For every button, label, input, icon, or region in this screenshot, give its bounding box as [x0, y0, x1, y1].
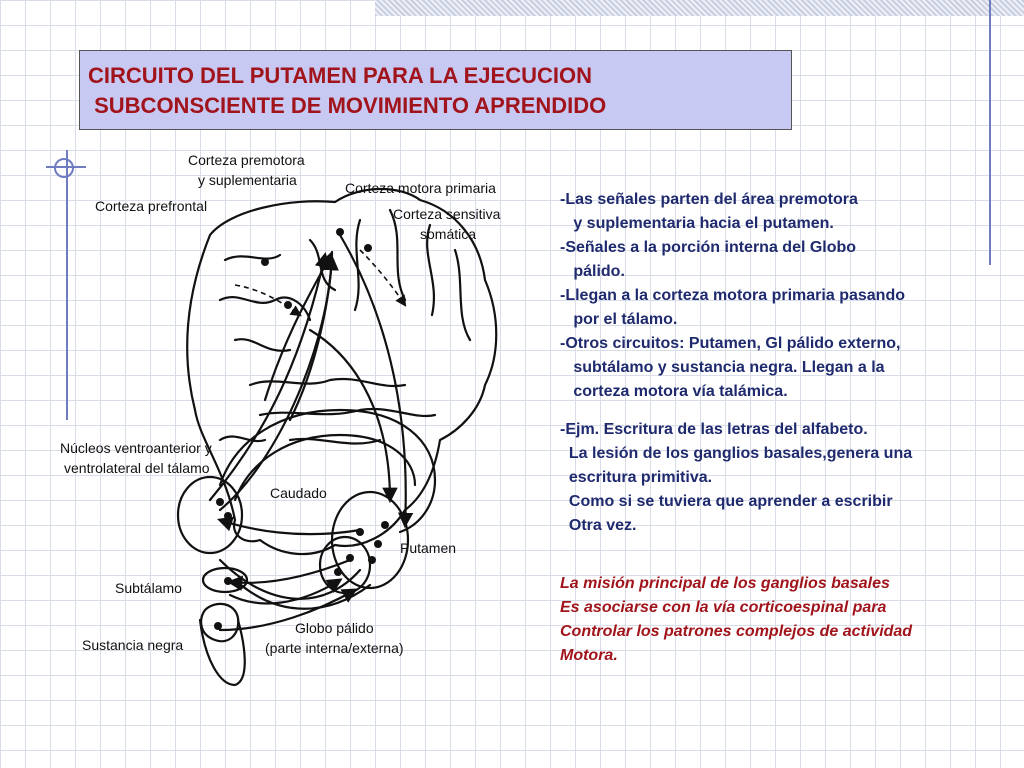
notes-list: -Las señales parten del área premotora y…: [560, 188, 1015, 538]
note-line: corteza motora vía talámica.: [560, 383, 788, 400]
label-caudado: Caudado: [270, 485, 327, 501]
note-line: subtálamo y sustancia negra. Llegan a la: [560, 359, 885, 376]
label-putamen: Putamen: [400, 540, 457, 556]
decorative-top-band: [375, 0, 1024, 16]
mission-statement: La misión principal de los ganglios basa…: [560, 572, 1015, 668]
brain-drawing: [176, 187, 498, 687]
mission-line: La misión principal de los ganglios basa…: [560, 575, 890, 592]
note-line: -Ejm. Escritura de las letras del alfabe…: [560, 421, 868, 438]
note-line: por el tálamo.: [560, 311, 678, 328]
note-line: Otra vez.: [560, 517, 637, 534]
note-line: -Señales a la porción interna del Globo: [560, 239, 857, 256]
brain-circuit-diagram: Corteza premotora y suplementaria Cortez…: [60, 140, 560, 700]
decorative-left-line: [66, 150, 68, 420]
label-suplementaria: y suplementaria: [198, 172, 297, 188]
label-somatica: somática: [420, 226, 477, 242]
label-sustancia-negra: Sustancia negra: [82, 637, 184, 653]
decorative-left-ring: [54, 158, 74, 178]
label-prefrontal: Corteza prefrontal: [95, 198, 208, 214]
title-line-2: SUBCONSCIENTE DE MOVIMIENTO APRENDIDO: [88, 93, 607, 118]
label-nucleos-2: ventrolateral del tálamo: [64, 460, 210, 476]
note-line: -Otros circuitos: Putamen, Gl pálido ext…: [560, 335, 901, 352]
note-line: Como si se tuviera que aprender a escrib…: [560, 493, 893, 510]
label-nucleos-1: Núcleos ventroanterior y: [60, 440, 212, 456]
note-line: y suplementaria hacia el putamen.: [560, 215, 834, 232]
label-subtalamo: Subtálamo: [115, 580, 182, 596]
note-spacer: [560, 404, 1015, 418]
decorative-right-line: [989, 0, 991, 265]
note-line: escritura primitiva.: [560, 469, 713, 486]
mission-line: Motora.: [560, 647, 618, 664]
thalamus-shape: [176, 475, 244, 555]
title-box: CIRCUITO DEL PUTAMEN PARA LA EJECUCION S…: [79, 50, 792, 130]
label-premotora: Corteza premotora: [188, 152, 305, 168]
label-parte: (parte interna/externa): [265, 640, 404, 656]
note-line: La lesión de los ganglios basales,genera…: [560, 445, 913, 462]
mission-line: Es asociarse con la vía corticoespinal p…: [560, 599, 887, 616]
label-motora-primaria: Corteza motora primaria: [345, 180, 496, 196]
note-line: pálido.: [560, 263, 625, 280]
mission-line: Controlar los patrones complejos de acti…: [560, 623, 913, 640]
label-globo-palido: Globo pálido: [295, 620, 374, 636]
note-line: -Llegan a la corteza motora primaria pas…: [560, 287, 905, 304]
label-sensitiva: Corteza sensitiva: [393, 206, 501, 222]
subthalamus-shape: [201, 566, 249, 594]
title-line-1: CIRCUITO DEL PUTAMEN PARA LA EJECUCION: [88, 63, 592, 88]
brain-outline: [186, 187, 498, 556]
note-line: -Las señales parten del área premotora: [560, 191, 858, 208]
